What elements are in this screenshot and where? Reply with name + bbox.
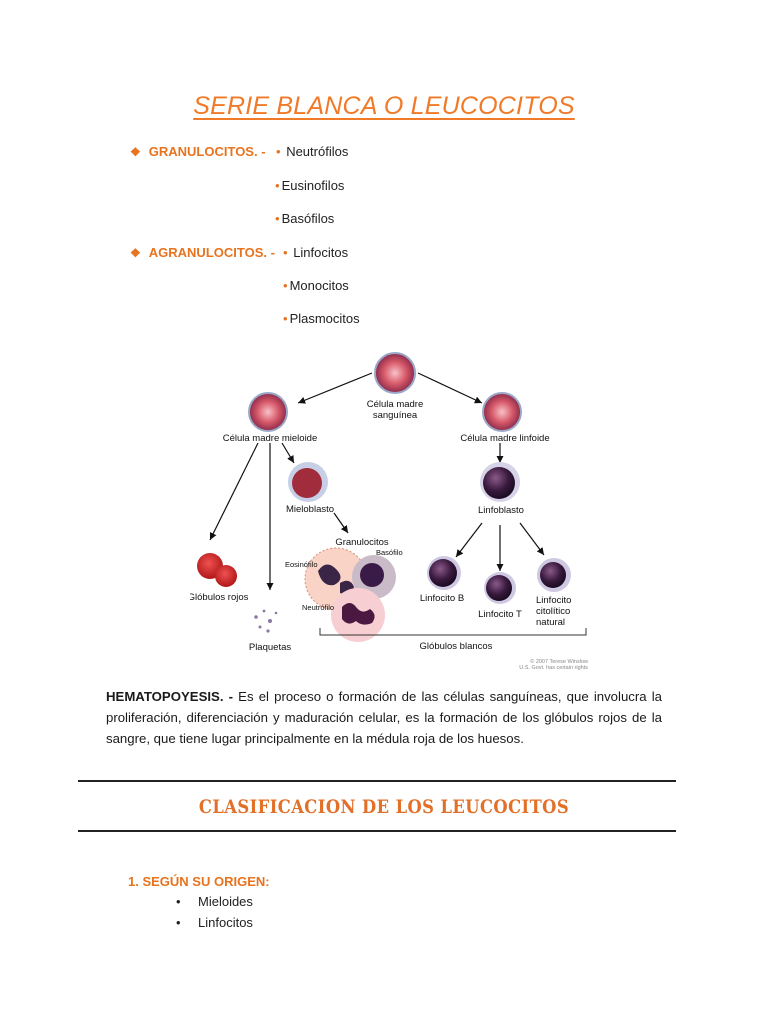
platelets-icon [254, 609, 278, 633]
hematopoiesis-paragraph: HEMATOPOYESIS. - Es el proceso o formaci… [106, 686, 662, 749]
red-cells-label: Glóbulos rojos [190, 592, 249, 603]
list-item: •Monocitos [283, 278, 349, 293]
stem-cell [374, 352, 416, 394]
lymphoblast-label: Linfoblasto [478, 505, 524, 516]
lymphoid-stem-cell [482, 392, 522, 432]
lymphoid-label: Célula madre linfoide [460, 433, 549, 444]
red-blood-cell [215, 565, 237, 587]
platelets-label: Plaquetas [249, 642, 292, 653]
granulocytes-label: Granulocitos [335, 537, 389, 548]
myeloid-label: Célula madre mieloide [223, 433, 318, 444]
list-item: • Linfocitos [283, 245, 349, 260]
bottom-divider [78, 830, 676, 832]
hematopoiesis-term: HEMATOPOYESIS. - [106, 689, 234, 704]
list-item: •Plasmocitos [283, 311, 360, 326]
stem-cell-label: Célula madre [367, 399, 424, 410]
list-item: •Linfocitos [176, 915, 253, 930]
granulocitos-label: ❖GRANULOCITOS. - [130, 144, 266, 159]
white-cells-label: Glóbulos blancos [420, 641, 493, 652]
diamond-bullet-icon: ❖ [130, 246, 141, 260]
myeloblast-label: Mieloblasto [286, 504, 334, 515]
nk-label-1: Linfocito [536, 595, 571, 606]
copyright-line-1: © 2007 Terese Winslow [530, 658, 588, 665]
neutrophil-label: Neutrófilo [302, 603, 334, 612]
list-item: •Basófilos [275, 211, 335, 226]
page-title: SERIE BLANCA O LEUCOCITOS [193, 92, 575, 120]
nk-label-2: citolítico [536, 606, 570, 617]
nk-label-3: natural [536, 617, 565, 628]
hematopoiesis-diagram: Célula madre sanguínea Célula madre miel… [190, 352, 588, 671]
eosinophil-label: Eosinófilo [285, 560, 318, 569]
diagram-arrows [209, 372, 545, 590]
section-title: CLASIFICACION DE LOS LEUCOCITOS [198, 796, 570, 818]
white-cells-bracket [319, 628, 587, 636]
hematopoiesis-text: Es el proceso o formación de las células… [106, 689, 663, 746]
list-item: • Neutrófilos [276, 144, 349, 159]
copyright-line-2: U.S. Govt. has certain rights [519, 665, 588, 671]
diamond-bullet-icon: ❖ [130, 145, 141, 159]
top-divider [78, 780, 676, 782]
basophil-label: Basófilo [376, 548, 403, 557]
lymph-b-label: Linfocito B [420, 593, 464, 604]
stem-cell-label-2: sanguínea [373, 410, 418, 421]
myeloid-stem-cell [248, 392, 288, 432]
lymph-t-label: Linfocito T [478, 609, 522, 620]
classification-heading: 1. SEGÚN SU ORIGEN: [128, 874, 270, 889]
list-item: •Mieloides [176, 894, 253, 909]
agranulocitos-label: ❖AGRANULOCITOS. - [130, 245, 275, 260]
list-item: •Eusinofilos [275, 178, 345, 193]
